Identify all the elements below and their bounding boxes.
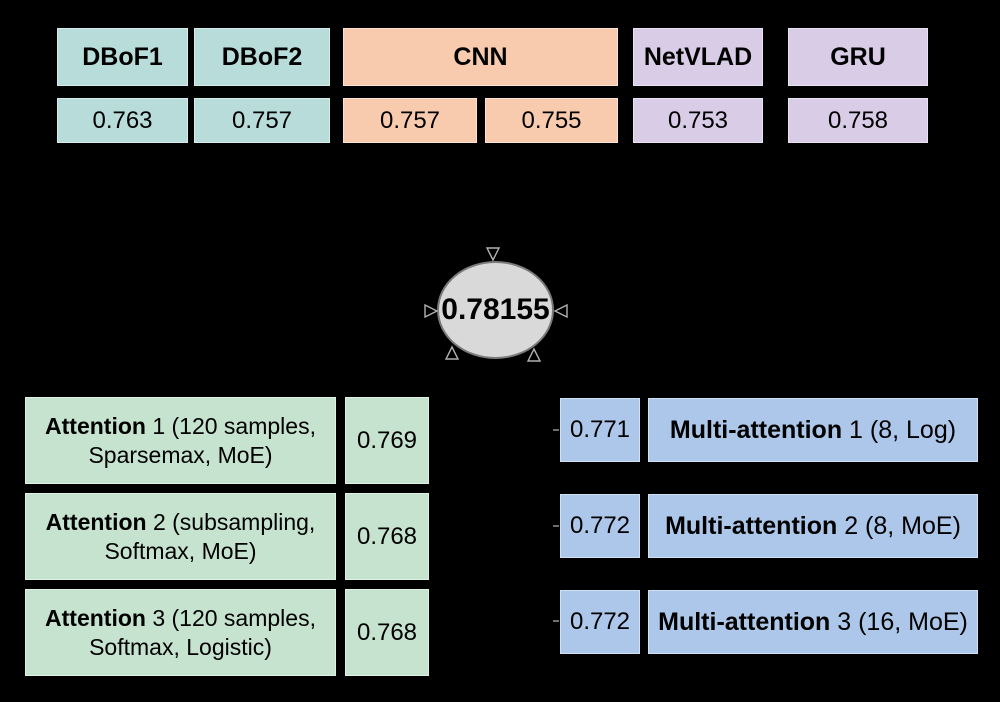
multi-attention-2-label: Multi-attention 2 (8, MoE) [648, 494, 978, 558]
model-score-cnn1: 0.757 [343, 98, 477, 143]
multi-attention-1-text: Multi-attention 1 (8, Log) [669, 415, 957, 444]
multi-attention-2-score: 0.772 [560, 494, 640, 558]
attention-3-label: Attention 3 (120 samples, Softmax, Logis… [25, 589, 336, 676]
multi-attention-1-score: 0.771 [560, 398, 640, 462]
multi-attention-2-text: Multi-attention 2 (8, MoE) [665, 511, 961, 540]
attention-1-label: Attention 1 (120 samples, Sparsemax, MoE… [25, 397, 336, 484]
attention-1-line1: Attention 1 (120 samples, [45, 412, 316, 439]
arrowhead-top-icon [485, 247, 501, 262]
ensemble-score-value: 0.78155 [441, 293, 550, 326]
attention-2-score: 0.768 [345, 493, 429, 580]
connector-stub [553, 620, 559, 622]
multi-attention-3-score: 0.772 [560, 590, 640, 654]
model-header-netvlad: NetVLAD [633, 28, 763, 86]
attention-3-line1: Attention 3 (120 samples, [45, 604, 316, 631]
model-header-cnn: CNN [343, 28, 618, 86]
model-score-cnn2: 0.755 [485, 98, 618, 143]
connector-stub [553, 429, 559, 431]
attention-2-line1: Attention 2 (subsampling, [45, 508, 316, 535]
attention-1-line2: Sparsemax, MoE) [88, 441, 273, 468]
model-score-netvlad: 0.753 [633, 98, 763, 143]
model-score-gru: 0.758 [788, 98, 928, 143]
attention-2-line2: Softmax, MoE) [104, 537, 257, 564]
model-score-dbof2: 0.757 [194, 98, 330, 143]
attention-3-score: 0.768 [345, 589, 429, 676]
connector-stub [553, 525, 559, 527]
model-header-gru: GRU [788, 28, 928, 86]
multi-attention-1-label: Multi-attention 1 (8, Log) [648, 398, 978, 462]
attention-1-score: 0.769 [345, 397, 429, 484]
arrowhead-bottom-left-icon [444, 345, 460, 360]
ensemble-score-node: 0.78155 [437, 261, 554, 359]
arrowhead-left-icon [424, 303, 439, 319]
arrowhead-bottom-right-icon [526, 347, 542, 362]
multi-attention-3-text: Multi-attention 3 (16, MoE) [658, 607, 968, 636]
model-header-dbof2: DBoF2 [194, 28, 330, 86]
attention-2-label: Attention 2 (subsampling, Softmax, MoE) [25, 493, 336, 580]
model-header-dbof1: DBoF1 [57, 28, 188, 86]
multi-attention-3-label: Multi-attention 3 (16, MoE) [648, 590, 978, 654]
attention-3-line2: Softmax, Logistic) [89, 633, 272, 660]
model-score-dbof1: 0.763 [57, 98, 188, 143]
arrowhead-right-icon [553, 303, 568, 319]
